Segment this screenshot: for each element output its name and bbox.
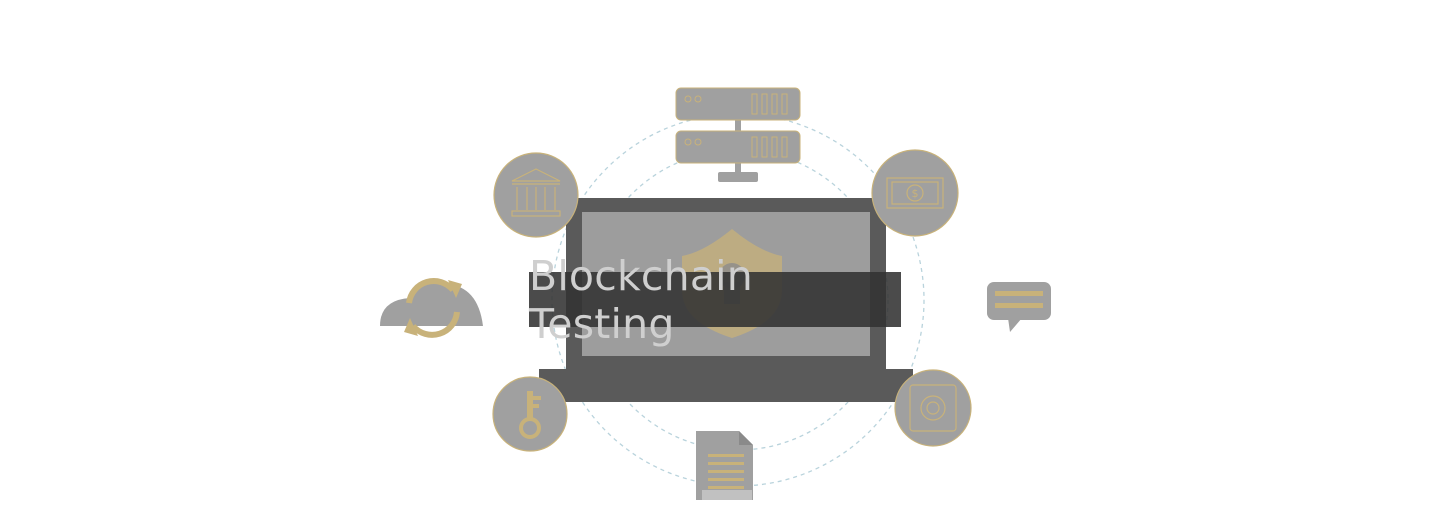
document-icon bbox=[696, 431, 753, 500]
sync-cloud-icon bbox=[380, 278, 483, 338]
bank-building-icon bbox=[493, 152, 579, 238]
safe-vault-icon bbox=[894, 369, 972, 447]
key-icon bbox=[492, 376, 568, 452]
svg-text:$: $ bbox=[912, 187, 919, 200]
page-title: Blockchain Testing bbox=[529, 251, 753, 348]
server-stack-icon bbox=[675, 87, 801, 182]
chat-bubble-icon bbox=[987, 282, 1051, 332]
banknote-icon: $ bbox=[871, 149, 959, 237]
title-banner: Blockchain Testing bbox=[529, 252, 901, 348]
